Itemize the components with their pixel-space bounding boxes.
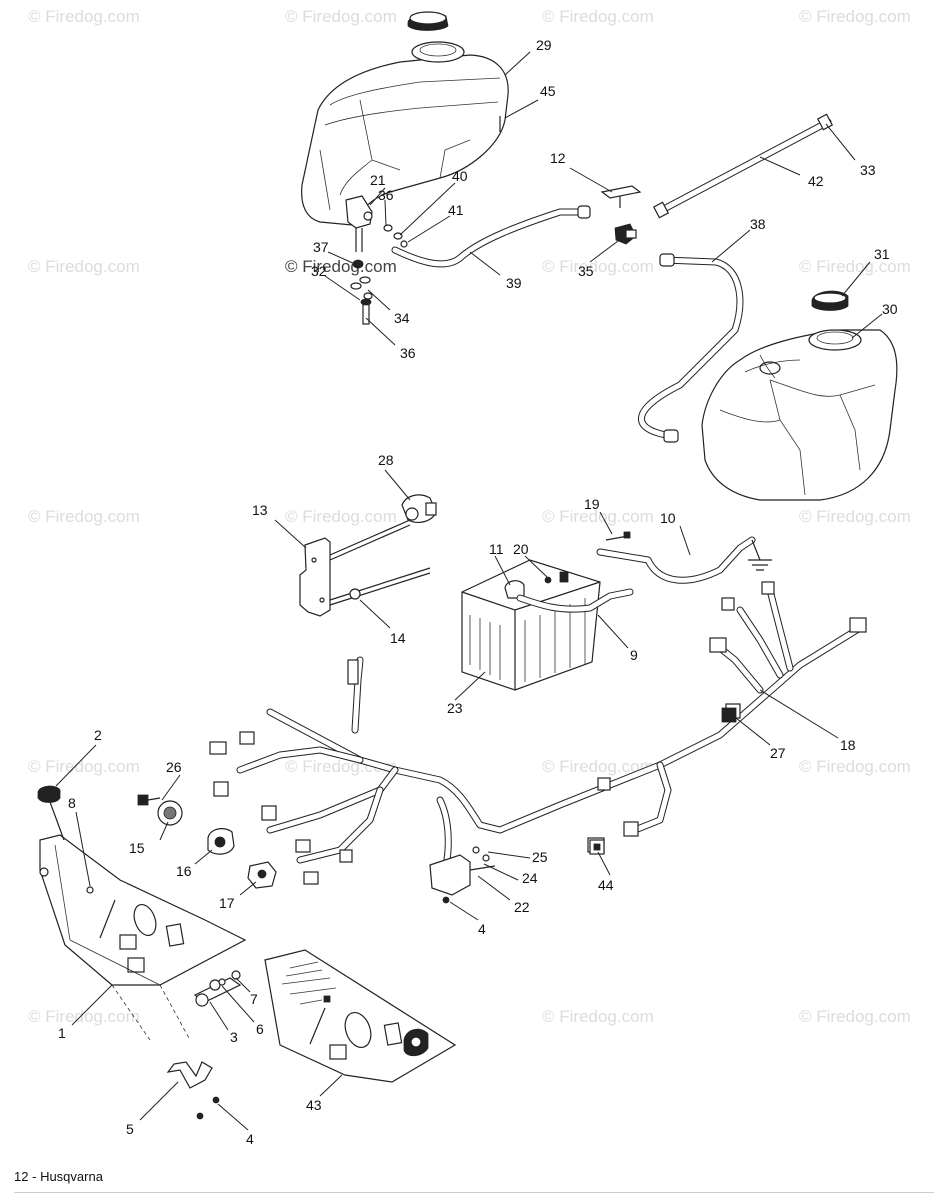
callout-36: 36 — [378, 187, 394, 203]
callout-32: 32 — [311, 263, 327, 279]
callout-17: 17 — [219, 895, 235, 911]
bracket-13 — [299, 519, 411, 617]
watermark: © Firedog.com — [542, 7, 654, 26]
callout-10: 10 — [660, 510, 676, 526]
bracket-12 — [600, 185, 642, 208]
bolt-19 — [605, 531, 631, 541]
callout-2: 2 — [94, 727, 102, 743]
callout-14: 14 — [390, 630, 406, 646]
switch-28 — [401, 494, 437, 523]
callout-21: 21 — [370, 172, 386, 188]
watermark: © Firedog.com — [285, 507, 397, 526]
callout-41: 41 — [448, 202, 464, 218]
wiring-harness-18 — [209, 581, 867, 885]
key-26 — [137, 794, 161, 806]
decal-plate-43 — [264, 949, 457, 1083]
callout-36: 36 — [400, 345, 416, 361]
watermark: © Firedog.com — [799, 757, 911, 776]
relay-27 — [721, 707, 737, 723]
callout-35: 35 — [578, 263, 594, 279]
bracket-5 — [166, 1061, 220, 1120]
watermark: © Firedog.com — [285, 257, 397, 276]
dash-panel-1 — [37, 785, 247, 1041]
callout-44: 44 — [598, 877, 614, 893]
fuel-tank-29 — [301, 11, 509, 325]
watermark: © Firedog.com — [28, 1007, 140, 1026]
watermark: © Firedog.com — [542, 507, 654, 526]
callout-26: 26 — [166, 759, 182, 775]
callout-9: 9 — [630, 647, 638, 663]
watermark: © Firedog.com — [542, 1007, 654, 1026]
battery-cable-10 — [596, 536, 772, 584]
watermark: © Firedog.com — [28, 257, 140, 276]
callout-11: 11 — [489, 541, 504, 557]
watermark: © Firedog.com — [799, 7, 911, 26]
watermark: © Firedog.com — [28, 7, 140, 26]
callout-4: 4 — [478, 921, 486, 937]
callout-20: 20 — [513, 541, 529, 557]
watermark: © Firedog.com — [28, 757, 140, 776]
fuel-tank-30 — [701, 290, 898, 501]
callout-27: 27 — [770, 745, 786, 761]
callout-33: 33 — [860, 162, 876, 178]
ignition-switch-15 — [157, 800, 183, 826]
callout-34: 34 — [394, 310, 410, 326]
callout-3: 3 — [230, 1029, 238, 1045]
callout-38: 38 — [750, 216, 766, 232]
fuel-hose-38 — [638, 253, 744, 443]
callout-30: 30 — [882, 301, 898, 317]
callout-6: 6 — [256, 1021, 264, 1037]
callout-19: 19 — [584, 496, 600, 512]
callout-25: 25 — [532, 849, 548, 865]
callout-24: 24 — [522, 870, 538, 886]
callout-15: 15 — [129, 840, 145, 856]
battery-cable-9 — [516, 588, 634, 613]
footer-divider — [14, 1192, 934, 1193]
callout-16: 16 — [176, 863, 192, 879]
battery-23 — [461, 559, 601, 691]
cable-14 — [329, 567, 431, 606]
watermark: © Firedog.com — [542, 257, 654, 276]
switch-17 — [247, 861, 277, 889]
callout-1: 1 — [58, 1025, 66, 1041]
page-number: 12 — [14, 1169, 29, 1184]
callout-37: 37 — [313, 239, 329, 255]
callout-31: 31 — [874, 246, 890, 262]
callout-23: 23 — [447, 700, 463, 716]
watermark: © Firedog.com — [799, 257, 911, 276]
callout-43: 43 — [306, 1097, 322, 1113]
callout-12: 12 — [550, 150, 566, 166]
callout-40: 40 — [452, 168, 468, 184]
callout-18: 18 — [840, 737, 856, 753]
callout-42: 42 — [808, 173, 824, 189]
watermark: © Firedog.com — [799, 507, 911, 526]
vent-hose-42 — [652, 113, 834, 219]
relay-44 — [589, 839, 605, 855]
callout-45: 45 — [540, 83, 556, 99]
callout-4: 4 — [246, 1131, 254, 1147]
fuel-line-39 — [391, 205, 591, 268]
callout-28: 28 — [378, 452, 394, 468]
callout-39: 39 — [506, 275, 522, 291]
watermark: © Firedog.com — [28, 507, 140, 526]
callout-7: 7 — [250, 991, 258, 1007]
switch-16 — [207, 828, 235, 855]
callout-13: 13 — [252, 502, 268, 518]
brand-name: Husqvarna — [40, 1169, 103, 1184]
page-footer: 12 - Husqvarna — [14, 1169, 103, 1184]
footer-separator: - — [32, 1169, 37, 1184]
callout-labels: 29 45 21 36 40 41 37 32 34 36 39 12 35 4… — [58, 37, 898, 1147]
callout-22: 22 — [514, 899, 530, 915]
watermark: © Firedog.com — [799, 1007, 911, 1026]
watermark: © Firedog.com — [285, 7, 397, 26]
leader-lines — [55, 51, 883, 1131]
callout-5: 5 — [126, 1121, 134, 1137]
bracket-22 — [429, 846, 496, 904]
watermark: © Firedog.com — [542, 757, 654, 776]
callout-8: 8 — [68, 795, 76, 811]
callout-29: 29 — [536, 37, 552, 53]
